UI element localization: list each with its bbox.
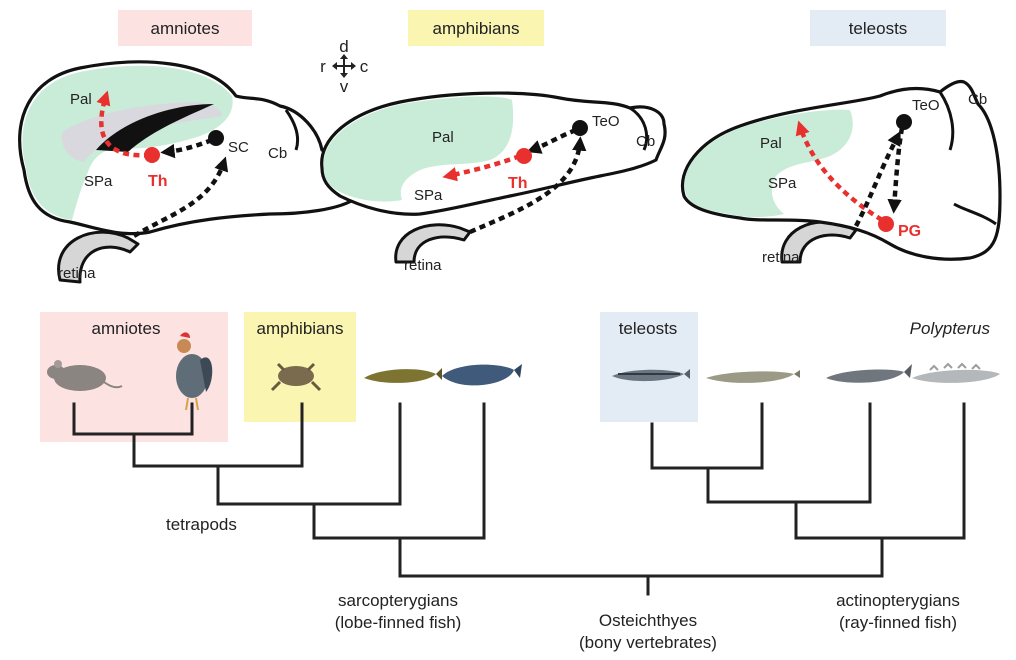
title-box-teleosts bbox=[810, 10, 946, 46]
amniote-sc-node bbox=[208, 130, 224, 146]
amphibian-teo-node bbox=[572, 120, 588, 136]
amniote-label-th: Th bbox=[148, 173, 168, 190]
clade-label-bony-vertebrates: (bony vertebrates) bbox=[579, 633, 717, 652]
amphibian-th-to-spa-arrow bbox=[442, 153, 521, 182]
amniote-label-spa: SPa bbox=[84, 173, 113, 190]
tree-label-amniotes: amniotes bbox=[92, 319, 161, 338]
teleost-pg-to-pal-arrow bbox=[795, 120, 884, 222]
amniote-cb-fold bbox=[284, 109, 300, 151]
bichir-icon bbox=[912, 362, 1000, 383]
clade-label-tetrapods: tetrapods bbox=[166, 515, 237, 534]
clade-label-sarcopterygians: sarcopterygians bbox=[338, 591, 458, 610]
teleost-label-pal: Pal bbox=[760, 135, 782, 152]
amphibian-pallium bbox=[323, 96, 514, 202]
amphibian-label-retina: retina bbox=[404, 257, 442, 274]
teleost-label-pg: PG bbox=[898, 223, 921, 240]
compass-cross-icon bbox=[332, 54, 356, 78]
amniote-label-sc: SC bbox=[228, 139, 249, 156]
compass-rostral: r bbox=[320, 57, 326, 76]
amphibian-label-teo: TeO bbox=[592, 113, 620, 130]
tree-label-teleosts: teleosts bbox=[619, 319, 678, 338]
amphibian-label-cb: Cb bbox=[636, 133, 655, 150]
amniote-label-cb: Cb bbox=[268, 145, 287, 162]
amniote-retina-to-sc-arrow bbox=[132, 156, 229, 238]
amniote-th-node bbox=[144, 147, 160, 163]
amphibian-teo-to-th-arrow bbox=[526, 127, 577, 154]
brain-title-amniotes: amniotes bbox=[118, 10, 252, 46]
title-amniotes: amniotes bbox=[151, 19, 220, 38]
amniote-retina-shape bbox=[57, 230, 140, 284]
title-box-amphibians bbox=[408, 10, 544, 46]
phylogenetic-tree bbox=[72, 402, 966, 596]
zebrafish-icon bbox=[612, 369, 690, 382]
tree-label-amphibians: amphibians bbox=[257, 319, 344, 338]
clade-label-actinopterygians: actinopterygians bbox=[836, 591, 960, 610]
amniote-brain: Pal SPa Th SC Cb retina bbox=[18, 60, 367, 284]
brain-title-amphibians: amphibians bbox=[408, 10, 544, 46]
tree-label-polypterus: Polypterus bbox=[910, 319, 991, 338]
amphibian-label-th: Th bbox=[508, 175, 528, 192]
sturgeon-icon bbox=[826, 364, 912, 383]
amphibian-label-spa: SPa bbox=[414, 187, 443, 204]
rooster-icon bbox=[176, 332, 213, 411]
teleost-label-cb: Cb bbox=[968, 91, 987, 108]
lungfish-icon bbox=[364, 368, 442, 383]
teleost-pallium bbox=[684, 109, 853, 217]
amphibian-th-node bbox=[516, 148, 532, 164]
teleost-label-teo: TeO bbox=[912, 97, 940, 114]
amniote-th-to-pal-arrow bbox=[96, 90, 151, 158]
mouse-icon bbox=[47, 360, 123, 391]
amphibian-brain: Pal SPa Th TeO Cb retina bbox=[320, 91, 667, 274]
teleost-pg-node bbox=[878, 216, 894, 232]
amniote-label-pal: Pal bbox=[70, 91, 92, 108]
orientation-compass: d r c v bbox=[320, 37, 369, 96]
teleost-cb-fold bbox=[938, 91, 955, 151]
amphibian-label-pal: Pal bbox=[432, 129, 454, 146]
teleost-teo-node bbox=[896, 114, 912, 130]
title-amphibians: amphibians bbox=[433, 19, 520, 38]
gar-icon bbox=[706, 370, 800, 383]
teleost-brain: Pal SPa PG TeO Cb retina bbox=[680, 79, 1002, 266]
teleost-retina-to-teo-arrow bbox=[854, 130, 901, 228]
compass-dorsal: d bbox=[339, 37, 348, 56]
title-box-amniotes bbox=[118, 10, 252, 46]
clade-label-osteichthyes: Osteichthyes bbox=[599, 611, 697, 630]
amniote-sc-to-th-arrow bbox=[160, 137, 213, 159]
amphibian-retina-shape bbox=[394, 223, 472, 264]
frog-icon bbox=[270, 362, 322, 392]
compass-caudal: c bbox=[360, 57, 369, 76]
teleost-label-spa: SPa bbox=[768, 175, 797, 192]
tree-box-teleosts bbox=[600, 312, 698, 422]
teleost-label-retina: retina bbox=[762, 249, 800, 266]
coelacanth-icon bbox=[442, 364, 522, 386]
title-teleosts: teleosts bbox=[849, 19, 908, 38]
amniote-dark-wedge bbox=[96, 104, 214, 152]
brain-title-teleosts: teleosts bbox=[810, 10, 946, 46]
amphibian-cb-fold bbox=[629, 106, 649, 151]
amniote-label-retina: retina bbox=[58, 265, 96, 282]
compass-ventral: v bbox=[340, 77, 349, 96]
clade-label-ray-finned: (ray-finned fish) bbox=[839, 613, 957, 632]
teleost-lower-fold bbox=[953, 202, 997, 226]
clade-label-lobe-finned: (lobe-finned fish) bbox=[335, 613, 462, 632]
